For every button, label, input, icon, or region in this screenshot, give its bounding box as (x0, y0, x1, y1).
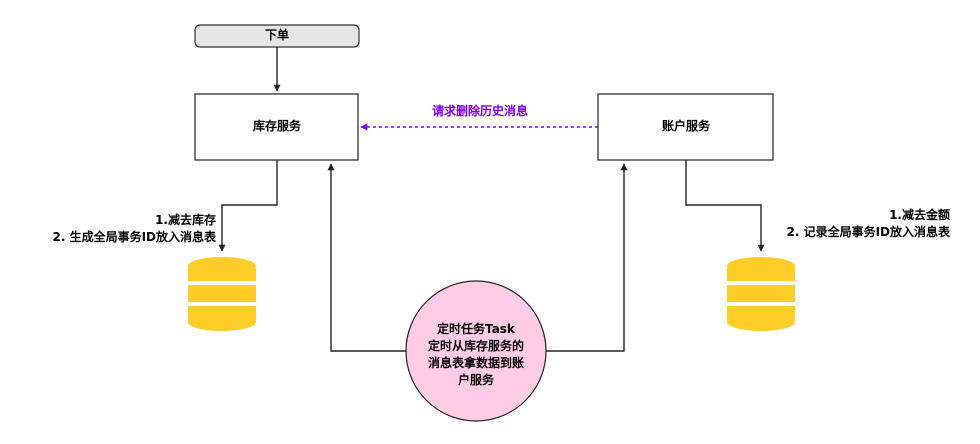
delete-history-label: 请求删除历史消息 (431, 104, 529, 118)
scheduled-task-line-4: 户服务 (457, 373, 495, 387)
account-write-line-2: 2. 记录全局事务ID放入消息表 (786, 225, 950, 239)
scheduled-task-node (405, 280, 547, 422)
scheduled-task-line-1: 定时任务Task (437, 322, 515, 336)
inventory-service-node (194, 93, 359, 161)
inventory-write-line-2: 2. 生成全局事务ID放入消息表 (52, 230, 216, 244)
account-write-line-1: 1.减去金额 (889, 208, 950, 222)
inventory-service-label: 库存服务 (252, 119, 302, 133)
account-service-label: 账户服务 (661, 119, 711, 133)
account-to-db-arrow (685, 160, 765, 252)
scheduled-task-line-2: 定时从库存服务的 (427, 339, 525, 353)
inventory-write-label: 1.减去库存 2. 生成全局事务ID放入消息表 (52, 212, 216, 246)
account-write-label: 1.减去金额 2. 记录全局事务ID放入消息表 (786, 207, 950, 241)
database-icon (188, 257, 256, 331)
task-to-inventory-arrow (327, 163, 406, 352)
scheduled-task-line-3: 消息表拿数据到账 (427, 356, 525, 370)
scheduled-task-label: 定时任务Task 定时从库存服务的 消息表拿数据到账 户服务 (428, 321, 524, 389)
inventory-to-db-arrow (218, 160, 278, 252)
database-icon (727, 257, 795, 331)
inventory-write-line-1: 1.减去库存 (155, 213, 216, 227)
order-label: 下单 (264, 28, 290, 42)
task-to-account-arrow (546, 163, 628, 352)
